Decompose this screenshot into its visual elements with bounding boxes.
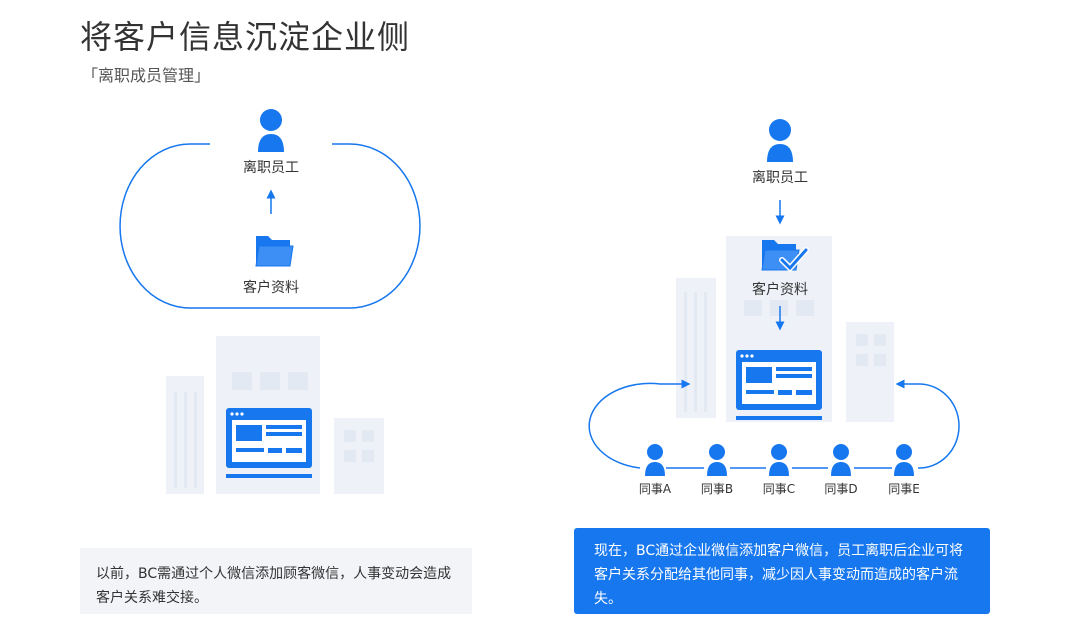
colleague-e-label: 同事E <box>888 482 920 496</box>
colleague-a-label: 同事A <box>638 482 672 496</box>
colleague-c-person-icon <box>769 444 789 476</box>
right-loop-right-line <box>895 379 960 469</box>
left-loop-line <box>119 143 421 309</box>
page-title: 将客户信息沉淀企业侧 <box>80 18 411 56</box>
colleague-b-person-icon <box>707 444 727 476</box>
right-folder-label: 客户资料 <box>752 282 808 298</box>
left-browser-window-icon <box>226 408 312 478</box>
left-folder-label: 客户资料 <box>243 280 299 296</box>
colleague-d-person-icon <box>831 444 851 476</box>
left-employee-label: 离职员工 <box>243 160 299 176</box>
right-note-box: 现在，BC通过企业微信添加客户微信，员工离职后企业可将客户关系分配给其他同事，减… <box>574 528 990 614</box>
left-folder-icon <box>255 236 294 267</box>
right-browser-window-icon <box>736 350 822 420</box>
colleague-d-label: 同事D <box>824 482 858 496</box>
colleague-c-label: 同事C <box>762 482 796 496</box>
right-employee-person-icon <box>767 119 793 162</box>
page-subtitle: 「离职成员管理」 <box>82 66 211 85</box>
colleague-b-label: 同事B <box>700 482 734 496</box>
right-employee-label: 离职员工 <box>752 170 808 186</box>
left-employee-person-icon <box>258 109 284 152</box>
right-folder-check-icon <box>761 240 809 273</box>
left-note-box: 以前，BC需通过个人微信添加顾客微信，人事变动会造成客户关系难交接。 <box>80 548 472 614</box>
colleague-e-person-icon <box>894 444 914 476</box>
right-loop-left-line <box>588 379 691 469</box>
colleague-a-person-icon <box>645 444 665 476</box>
